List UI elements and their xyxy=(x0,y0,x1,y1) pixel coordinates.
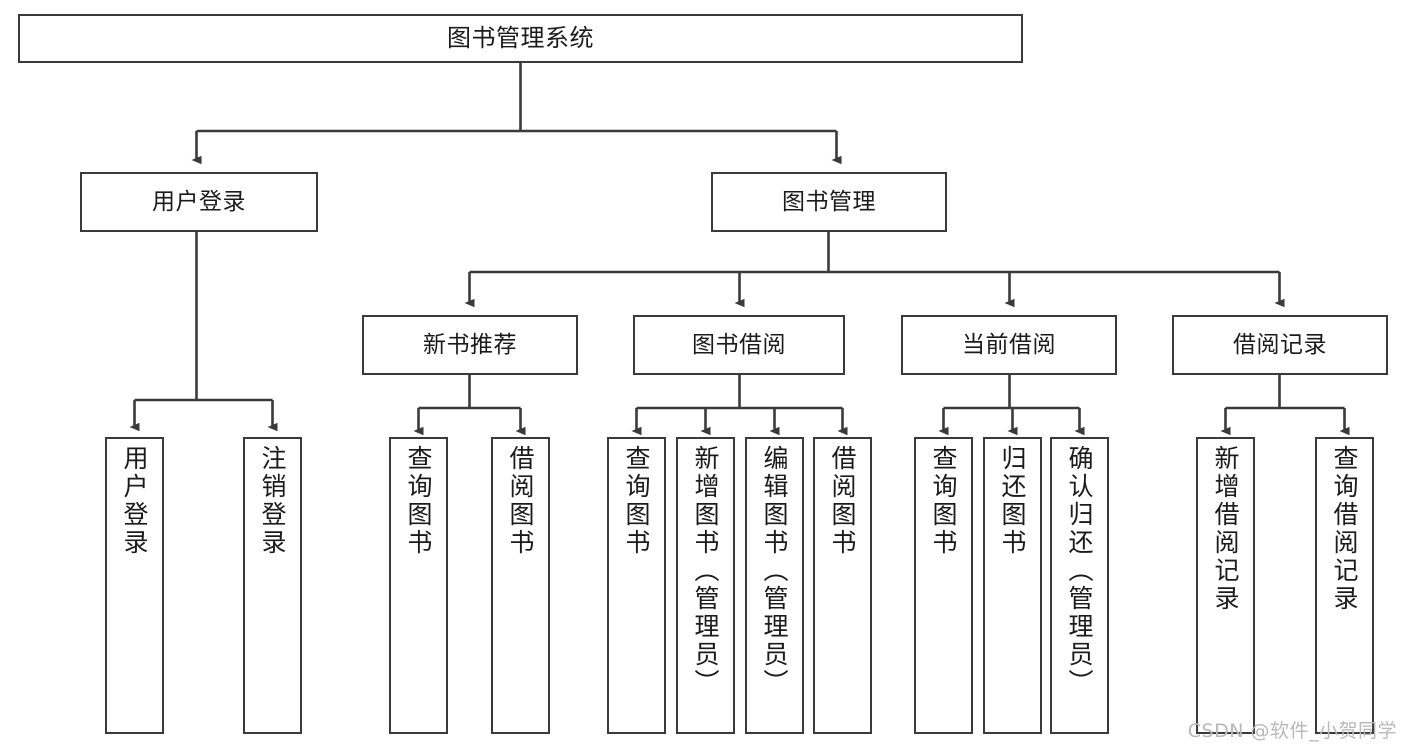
node-new-book-recommend-label: 新书推荐 xyxy=(423,331,517,358)
node-book-manage[interactable]: 图书管理 xyxy=(711,172,947,232)
node-leaf-borrow-book-2-label: 借阅图书 xyxy=(828,445,857,557)
node-leaf-query-book-2[interactable]: 查询图书 xyxy=(607,437,666,734)
node-current-borrow[interactable]: 当前借阅 xyxy=(901,315,1117,375)
node-leaf-query-book-1-label: 查询图书 xyxy=(404,445,433,557)
node-leaf-borrow-book-1-label: 借阅图书 xyxy=(506,445,535,557)
node-leaf-logout-login-label: 注销登录 xyxy=(258,445,287,557)
node-leaf-return-book[interactable]: 归还图书 xyxy=(983,437,1042,734)
node-leaf-query-record-label: 查询借阅记录 xyxy=(1330,445,1359,613)
node-leaf-borrow-book-2[interactable]: 借阅图书 xyxy=(813,437,872,734)
node-borrow-record[interactable]: 借阅记录 xyxy=(1172,315,1388,375)
node-leaf-add-record-label: 新增借阅记录 xyxy=(1211,445,1240,613)
node-leaf-user-login[interactable]: 用户登录 xyxy=(105,437,164,734)
node-leaf-return-book-label: 归还图书 xyxy=(998,445,1027,557)
node-root-label: 图书管理系统 xyxy=(447,23,594,52)
node-user-login[interactable]: 用户登录 xyxy=(80,172,318,232)
node-leaf-borrow-book-1[interactable]: 借阅图书 xyxy=(491,437,550,734)
node-leaf-edit-book[interactable]: 编辑图书（管理员） xyxy=(745,437,804,734)
node-leaf-query-record[interactable]: 查询借阅记录 xyxy=(1315,437,1374,734)
node-leaf-query-book-3[interactable]: 查询图书 xyxy=(914,437,973,734)
node-book-borrow[interactable]: 图书借阅 xyxy=(633,315,845,375)
node-borrow-record-label: 借阅记录 xyxy=(1233,331,1327,358)
node-new-book-recommend[interactable]: 新书推荐 xyxy=(362,315,578,375)
node-leaf-confirm-return[interactable]: 确认归还（管理员） xyxy=(1050,437,1109,734)
node-book-manage-label: 图书管理 xyxy=(782,188,876,215)
node-leaf-query-book-1[interactable]: 查询图书 xyxy=(389,437,448,734)
node-leaf-user-login-label: 用户登录 xyxy=(120,445,149,557)
node-leaf-logout-login[interactable]: 注销登录 xyxy=(243,437,302,734)
node-leaf-add-record[interactable]: 新增借阅记录 xyxy=(1196,437,1255,734)
node-root[interactable]: 图书管理系统 xyxy=(18,14,1023,63)
watermark: CSDN @软件_小贺同学 xyxy=(1187,720,1397,742)
node-leaf-add-book-label: 新增图书（管理员） xyxy=(691,445,720,697)
node-current-borrow-label: 当前借阅 xyxy=(962,331,1056,358)
node-user-login-label: 用户登录 xyxy=(152,188,246,215)
node-leaf-confirm-return-label: 确认归还（管理员） xyxy=(1065,445,1094,697)
node-book-borrow-label: 图书借阅 xyxy=(692,331,786,358)
node-leaf-query-book-3-label: 查询图书 xyxy=(929,445,958,557)
node-leaf-query-book-2-label: 查询图书 xyxy=(622,445,651,557)
node-leaf-add-book[interactable]: 新增图书（管理员） xyxy=(676,437,735,734)
node-leaf-edit-book-label: 编辑图书（管理员） xyxy=(760,445,789,697)
